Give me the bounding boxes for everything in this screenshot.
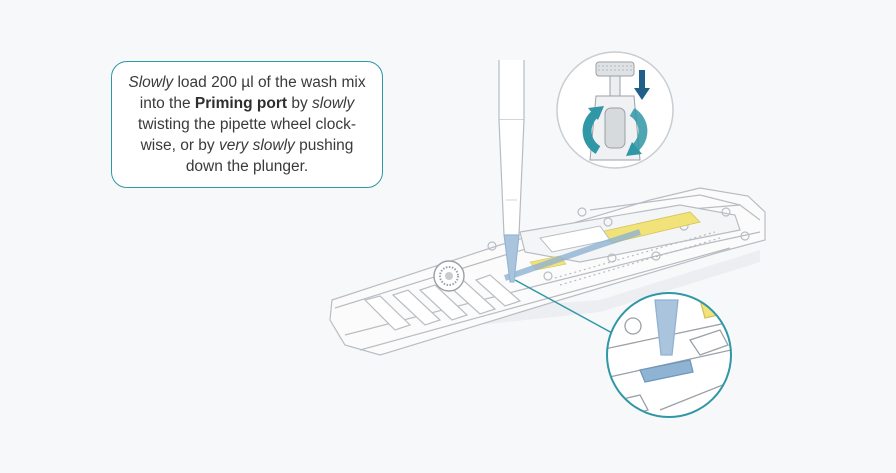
pipette-wheel-inset [557, 52, 673, 168]
priming-port [434, 261, 464, 291]
priming-port-zoom-inset [600, 293, 740, 420]
